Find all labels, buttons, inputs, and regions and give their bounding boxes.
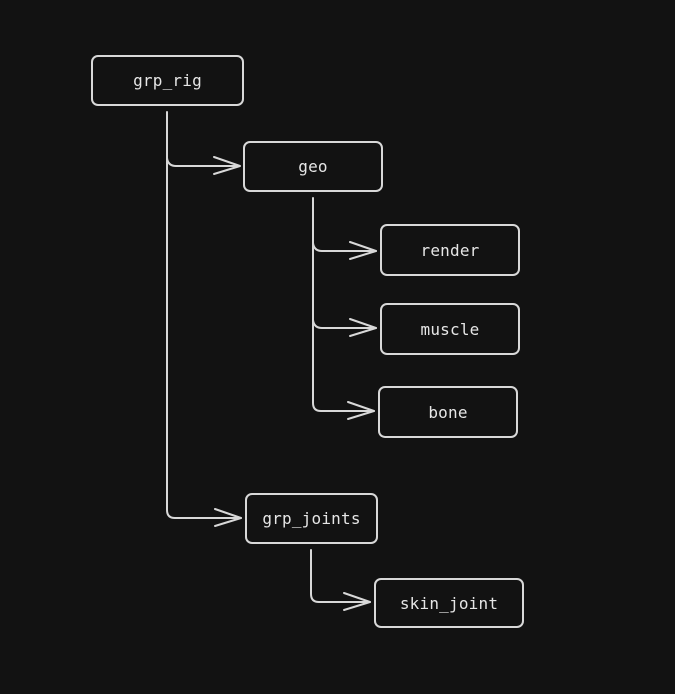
node-grp-joints-label: grp_joints: [262, 509, 361, 528]
node-geo[interactable]: geo: [243, 141, 383, 192]
edge-geo-to-render: [312, 242, 377, 252]
node-geo-label: geo: [298, 157, 328, 176]
node-grp-joints[interactable]: grp_joints: [245, 493, 378, 544]
node-muscle-label: muscle: [420, 319, 480, 339]
node-grp-rig[interactable]: grp_rig: [91, 55, 244, 106]
node-skin-joint-label: skin_joint: [399, 593, 499, 613]
arrowhead-skin-joint: [343, 592, 371, 611]
arrowhead-grp-joints: [214, 508, 242, 527]
node-bone-label: bone: [428, 402, 468, 422]
arrowhead-render: [349, 241, 377, 260]
node-grp-rig-label: grp_rig: [133, 71, 202, 90]
edge-grp-rig-to-geo: [166, 157, 240, 167]
arrowhead-geo: [213, 156, 241, 175]
node-render-label: render: [420, 240, 480, 260]
node-render[interactable]: render: [380, 224, 520, 276]
edge-grp-joints-to-skin-joint: [310, 549, 371, 603]
node-skin-joint[interactable]: skin_joint: [374, 578, 524, 628]
node-bone[interactable]: bone: [378, 386, 518, 438]
edge-geo-to-muscle: [312, 319, 377, 329]
node-muscle[interactable]: muscle: [380, 303, 520, 355]
arrowhead-muscle: [349, 318, 377, 337]
edge-grp-rig-trunk: [166, 111, 242, 519]
edge-geo-trunk: [312, 197, 375, 412]
arrowhead-bone: [347, 401, 375, 420]
